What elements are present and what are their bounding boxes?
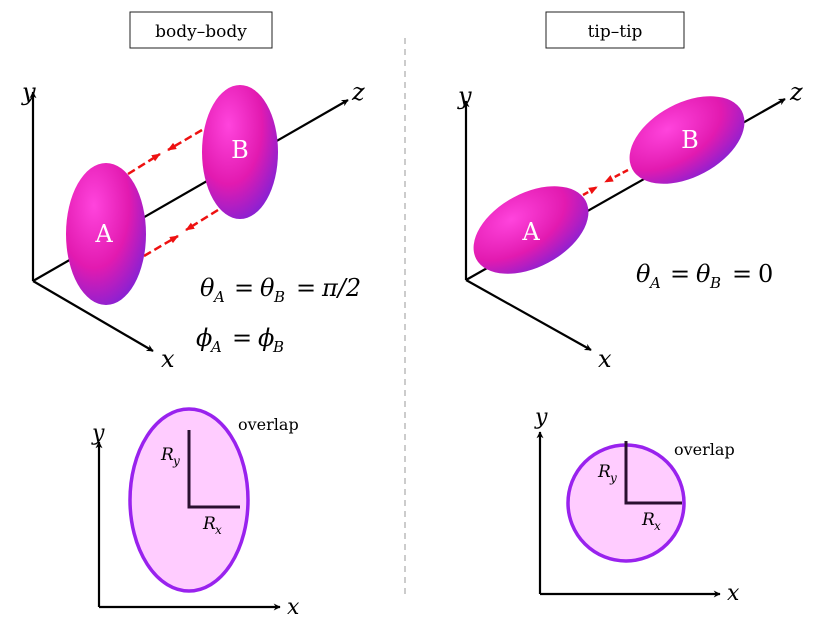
left-overlap-y-label: y <box>91 421 105 446</box>
right-panel: tip–tip y x z B A θ A = θ B = 0 y x <box>457 11 803 606</box>
svg-text:=: = <box>732 260 752 288</box>
right-ellipsoid-b <box>629 96 745 184</box>
left-title: body–body <box>155 22 247 42</box>
left-ellipsoid-b <box>202 85 278 219</box>
right-theta-sub-b: B <box>709 274 721 292</box>
left-x-axis-label: x <box>161 345 175 373</box>
left-overlap-label: overlap <box>238 415 299 434</box>
left-y-axis-label: y <box>21 78 36 106</box>
left-theta-sub-a: A <box>212 288 225 306</box>
svg-text:x: x <box>215 523 222 537</box>
right-z-axis-label: z <box>789 78 803 106</box>
left-title-box <box>129 11 273 49</box>
left-force-arrow-top-b <box>167 128 203 152</box>
svg-text:=: = <box>296 274 316 302</box>
right-overlap-label: overlap <box>674 440 735 459</box>
svg-text:R: R <box>641 510 655 530</box>
left-theta-equation: θ A = θ B = π/2 <box>200 274 361 306</box>
right-theta-sub-a: A <box>648 274 661 292</box>
svg-text:=: = <box>234 274 254 302</box>
left-phi-sub-a: A <box>209 338 222 356</box>
left-x-axis <box>32 280 154 352</box>
left-overlap-ry-label: R y <box>160 445 180 468</box>
svg-text:θ: θ <box>260 274 275 302</box>
right-overlap-rx-label: R x <box>641 510 661 533</box>
left-overlap-x-label: x <box>287 595 300 620</box>
left-force-arrow-bottom-b <box>185 208 219 232</box>
right-ellipsoid-a <box>473 186 589 274</box>
right-overlap-x-label: x <box>727 581 740 606</box>
right-overlap-y-label: y <box>534 405 548 430</box>
right-x-axis-label: x <box>598 345 612 373</box>
svg-text:R: R <box>597 462 611 482</box>
left-theta-value: π/2 <box>321 274 361 302</box>
svg-text:θ: θ <box>636 260 651 288</box>
right-force-arrow-b <box>604 168 629 184</box>
svg-text:R: R <box>202 514 216 534</box>
svg-text:y: y <box>609 471 617 485</box>
left-overlap-rx-label: R x <box>202 514 222 537</box>
right-title: tip–tip <box>588 22 643 42</box>
right-y-axis-label: y <box>457 82 472 110</box>
svg-text:y: y <box>172 454 180 468</box>
right-force-arrow-a <box>582 185 598 197</box>
right-theta-equation: θ A = θ B = 0 <box>636 260 773 292</box>
left-z-axis-label: z <box>351 78 365 106</box>
right-theta-value: 0 <box>758 260 773 288</box>
left-phi-equation: ϕ A = ϕ B <box>196 324 284 356</box>
svg-text:=: = <box>232 324 252 352</box>
left-panel: body–body y x z B A θ A = θ B = π/2 ϕ <box>21 11 365 620</box>
right-overlap-radii <box>624 441 682 505</box>
left-force-arrow-top-a <box>127 152 161 176</box>
left-theta-sub-b: B <box>273 288 285 306</box>
left-ellipsoid-a-label: A <box>94 220 113 248</box>
svg-text:x: x <box>654 519 661 533</box>
right-title-box <box>545 11 685 49</box>
left-ellipsoid-b-label: B <box>231 136 249 164</box>
left-phi-sub-b: B <box>272 338 284 356</box>
svg-text:R: R <box>160 445 174 465</box>
svg-text:θ: θ <box>696 260 711 288</box>
svg-text:=: = <box>670 260 690 288</box>
left-overlap-radii <box>187 430 240 509</box>
left-ellipsoid-a <box>66 163 146 305</box>
right-ellipsoid-a-label: A <box>521 218 540 246</box>
right-overlap-ry-label: R y <box>597 462 617 485</box>
svg-text:θ: θ <box>200 274 215 302</box>
svg-text:ϕ: ϕ <box>258 324 274 352</box>
left-force-arrow-bottom-a <box>143 234 179 258</box>
right-ellipsoid-b-label: B <box>681 126 699 154</box>
right-x-axis <box>465 279 592 351</box>
svg-text:ϕ: ϕ <box>196 324 212 352</box>
